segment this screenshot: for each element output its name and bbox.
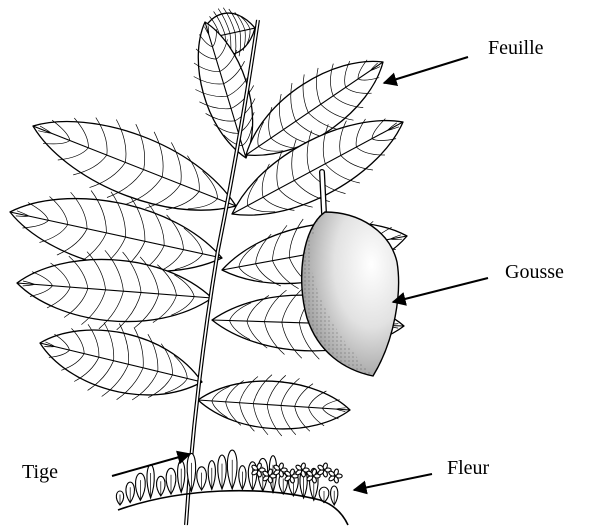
- flower-11: [218, 455, 227, 489]
- pod-arrow: [393, 278, 488, 302]
- flower-bloom-7: [317, 463, 331, 478]
- flower-7: [178, 461, 185, 493]
- pod-label: Gousse: [505, 262, 564, 282]
- flower-3: [136, 473, 146, 500]
- leaf-4: [33, 118, 236, 211]
- flower-6: [166, 468, 176, 494]
- leaf-arrow: [384, 57, 468, 83]
- flower-22: [331, 486, 338, 505]
- flower-bloom-8: [328, 469, 342, 484]
- flower-1: [116, 491, 123, 505]
- stem-label: Tige: [22, 462, 58, 482]
- flower-4: [147, 465, 154, 498]
- flower-10: [208, 461, 215, 490]
- leaf-10: [40, 323, 202, 401]
- flower-12: [227, 450, 237, 489]
- flower-label: Fleur: [447, 458, 489, 478]
- flower-9: [197, 467, 207, 490]
- flower-13: [239, 466, 246, 490]
- leaf-11: [198, 375, 350, 436]
- leaf-label: Feuille: [488, 38, 544, 58]
- flower-2: [126, 482, 135, 502]
- flower-arrow: [354, 474, 432, 490]
- flower-5: [157, 476, 166, 496]
